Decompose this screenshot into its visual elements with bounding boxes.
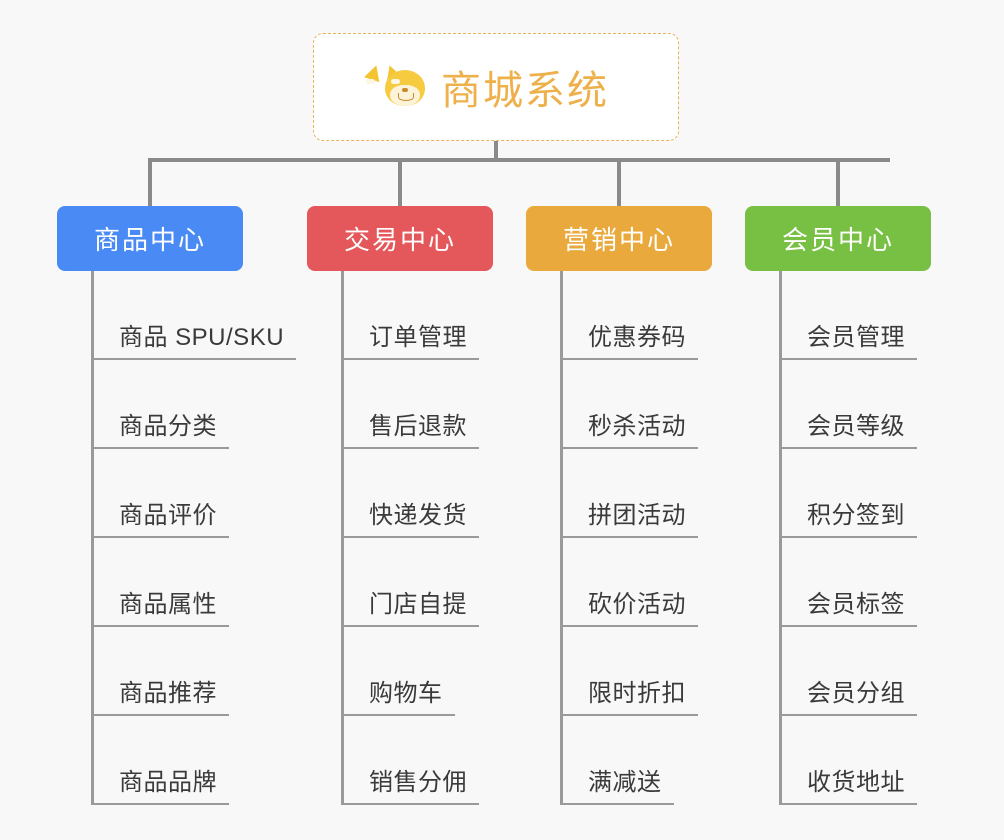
root-title: 商城系统: [441, 69, 609, 113]
leaf-item[interactable]: 商品分类: [74, 360, 284, 449]
category-box-2[interactable]: 交易中心: [307, 206, 493, 271]
category-box-1[interactable]: 商品中心: [57, 206, 243, 271]
leaf-underline: [91, 536, 229, 538]
category-label: 交易中心: [343, 225, 456, 255]
leaf-item-label: 商品属性: [119, 591, 217, 618]
leaf-item-label: 商品 SPU/SKU: [119, 324, 285, 351]
connector-drop-4: [836, 158, 840, 208]
leaf-item[interactable]: 会员分组: [762, 627, 972, 716]
leaf-item-label: 拼团活动: [588, 502, 686, 529]
leaf-item-label: 会员分组: [807, 680, 905, 707]
leaf-underline: [91, 447, 229, 449]
leaf-item-label: 商品推荐: [119, 680, 217, 707]
leaf-column-3: 优惠券码秒杀活动拼团活动砍价活动限时折扣满减送: [543, 271, 753, 805]
leaf-underline: [779, 625, 917, 627]
leaf-item-label: 商品评价: [119, 502, 217, 529]
leaf-item-label: 商品品牌: [119, 769, 217, 796]
leaf-item[interactable]: 商品属性: [74, 538, 284, 627]
connector-root-stem: [494, 141, 498, 162]
leaf-item[interactable]: 限时折扣: [543, 627, 753, 716]
leaf-item[interactable]: 积分签到: [762, 449, 972, 538]
category-label: 会员中心: [781, 225, 894, 255]
leaf-item[interactable]: 收货地址: [762, 716, 972, 805]
leaf-item[interactable]: 砍价活动: [543, 538, 753, 627]
leaf-item[interactable]: 满减送: [543, 716, 753, 805]
leaf-item[interactable]: 会员管理: [762, 271, 972, 360]
leaf-underline: [560, 536, 698, 538]
leaf-item-label: 满减送: [588, 769, 662, 796]
category-label: 营销中心: [562, 225, 675, 255]
category-box-4[interactable]: 会员中心: [745, 206, 931, 271]
leaf-item-label: 会员管理: [807, 324, 905, 351]
connector-drop-2: [398, 158, 402, 208]
leaf-column-2: 订单管理售后退款快递发货门店自提购物车销售分佣: [324, 271, 534, 805]
leaf-item[interactable]: 优惠券码: [543, 271, 753, 360]
column-spine: [779, 271, 782, 805]
leaf-item-label: 积分签到: [807, 502, 905, 529]
column-spine: [91, 271, 94, 805]
leaf-underline: [779, 358, 917, 360]
leaf-underline: [91, 358, 296, 360]
leaf-item[interactable]: 门店自提: [324, 538, 534, 627]
leaf-underline: [341, 536, 479, 538]
leaf-underline: [91, 714, 229, 716]
connector-drop-3: [617, 158, 621, 208]
leaf-item[interactable]: 购物车: [324, 627, 534, 716]
leaf-item-label: 收货地址: [807, 769, 905, 796]
leaf-column-1: 商品 SPU/SKU 商品分类商品评价商品属性商品推荐商品品牌: [74, 271, 296, 805]
leaf-column-4: 会员管理会员等级积分签到会员标签会员分组收货地址: [762, 271, 972, 805]
leaf-underline: [779, 447, 917, 449]
leaf-underline: [560, 358, 698, 360]
leaf-underline: [91, 625, 229, 627]
column-spine: [560, 271, 563, 805]
category-label: 商品中心: [93, 225, 206, 255]
leaf-item-label: 会员标签: [807, 591, 905, 618]
leaf-item[interactable]: 商品品牌: [74, 716, 284, 805]
leaf-item[interactable]: 商品评价: [74, 449, 284, 538]
leaf-underline: [341, 625, 479, 627]
leaf-item-label: 秒杀活动: [588, 413, 686, 440]
leaf-item-label: 购物车: [369, 680, 443, 707]
leaf-underline: [560, 803, 674, 805]
leaf-item-label: 售后退款: [369, 413, 467, 440]
leaf-underline: [91, 803, 229, 805]
leaf-item-label: 商品分类: [119, 413, 217, 440]
root-node-mall-system[interactable]: 商城系统: [313, 33, 679, 141]
leaf-item-label: 优惠券码: [588, 324, 686, 351]
leaf-underline: [560, 714, 698, 716]
leaf-underline: [341, 358, 479, 360]
leaf-item[interactable]: 会员标签: [762, 538, 972, 627]
leaf-item[interactable]: 销售分佣: [324, 716, 534, 805]
leaf-item[interactable]: 会员等级: [762, 360, 972, 449]
leaf-underline: [779, 714, 917, 716]
leaf-item-label: 订单管理: [369, 324, 467, 351]
leaf-item[interactable]: 拼团活动: [543, 449, 753, 538]
leaf-underline: [341, 803, 479, 805]
connector-drop-1: [148, 158, 152, 208]
leaf-item[interactable]: 快递发货: [324, 449, 534, 538]
leaf-underline: [560, 625, 698, 627]
leaf-underline: [779, 536, 917, 538]
leaf-item-label: 销售分佣: [369, 769, 467, 796]
leaf-underline: [341, 714, 455, 716]
leaf-item-label: 快递发货: [369, 502, 467, 529]
shiba-dog-icon: [364, 62, 427, 109]
leaf-item[interactable]: 售后退款: [324, 360, 534, 449]
leaf-item-label: 限时折扣: [588, 680, 686, 707]
column-spine: [341, 271, 344, 805]
leaf-underline: [560, 447, 698, 449]
leaf-item-label: 砍价活动: [588, 591, 686, 618]
leaf-item[interactable]: 商品 SPU/SKU: [74, 271, 296, 360]
connector-horizontal-bar: [148, 158, 890, 162]
leaf-item[interactable]: 秒杀活动: [543, 360, 753, 449]
leaf-item[interactable]: 商品推荐: [74, 627, 284, 716]
leaf-item-label: 门店自提: [369, 591, 467, 618]
leaf-item[interactable]: 订单管理: [324, 271, 534, 360]
category-box-3[interactable]: 营销中心: [526, 206, 712, 271]
leaf-underline: [341, 447, 479, 449]
leaf-item-label: 会员等级: [807, 413, 905, 440]
leaf-underline: [779, 803, 917, 805]
